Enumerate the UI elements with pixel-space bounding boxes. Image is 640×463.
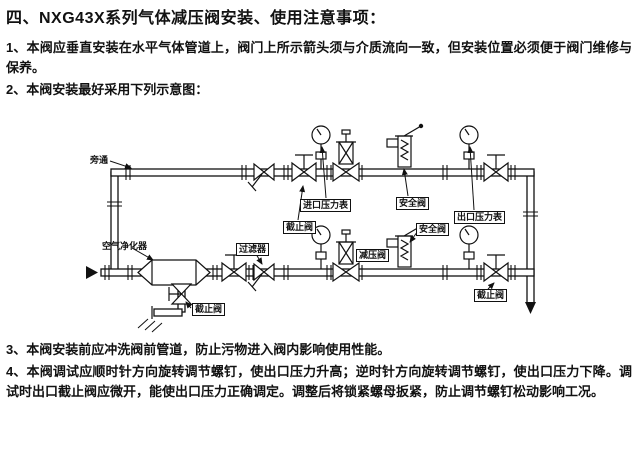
- installation-diagram: 旁通进口压力表安全阀出口压力表截止阀安全阀空气净化器过滤器减压阀截止阀截止阀: [6, 102, 634, 338]
- reducing-valves: [332, 129, 360, 283]
- paragraph-4: 4、本阀调试应顺时针方向旋转调节螺钉，使出口压力升高；逆时针方向旋转调节螺钉，使…: [6, 364, 632, 399]
- paragraph-1: 1、本阀应垂直安装在水平气体管道上，阀门上所示箭头须与介质流向一致，但安装位置必…: [6, 40, 632, 75]
- stop-valves: [221, 154, 509, 283]
- diagram-label-9: 截止阀: [474, 289, 508, 302]
- drain-valve: [137, 283, 193, 333]
- diagram-label-2: 安全阀: [396, 197, 430, 210]
- air-purifier: [137, 259, 211, 286]
- flow-arrows: [86, 266, 536, 314]
- pressure-gauges: [311, 125, 479, 269]
- document-page: 四、NXG43X系列气体减压阀安装、使用注意事项： 1、本阀应垂直安装在水平气体…: [6, 10, 634, 399]
- paragraph-2: 2、本阀安装最好采用下列示意图：: [6, 82, 209, 97]
- filters: [247, 162, 275, 292]
- diagram-label-4: 截止阀: [283, 221, 317, 234]
- diagram-label-0: 旁通: [90, 155, 109, 165]
- diagram-label-6: 空气净化器: [102, 241, 148, 251]
- piping-schematic-drawing: [86, 123, 538, 333]
- diagram-label-1: 进口压力表: [300, 199, 352, 212]
- flanges: [104, 165, 538, 284]
- paragraph-3: 3、本阀安装前应冲洗阀前管道，防止污物进入阀内影响使用性能。: [6, 342, 391, 357]
- page-title: 四、NXG43X系列气体减压阀安装、使用注意事项：: [6, 10, 386, 27]
- diagram-label-7: 过滤器: [236, 243, 270, 256]
- diagram-label-8: 减压阀: [356, 249, 390, 262]
- safety-valves: [386, 123, 424, 268]
- diagram-label-10: 截止阀: [192, 303, 226, 316]
- diagram-label-5: 安全阀: [416, 223, 450, 236]
- diagram-label-3: 出口压力表: [454, 211, 506, 224]
